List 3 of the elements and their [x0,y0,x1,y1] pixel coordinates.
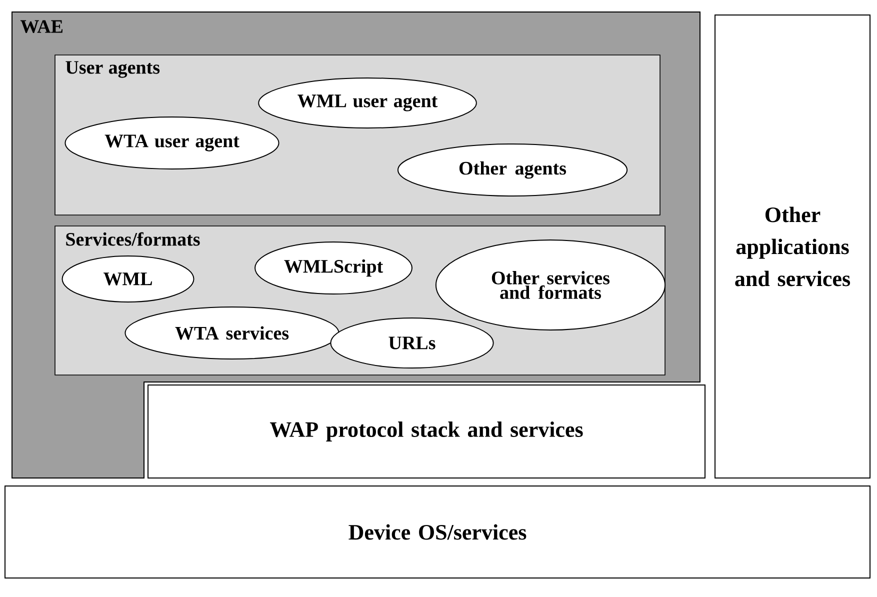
layer-box: Other applications and services [714,14,871,478]
layer-box: WAP protocol stack and services [148,384,706,478]
layer-box: Device OS/services [4,486,871,578]
